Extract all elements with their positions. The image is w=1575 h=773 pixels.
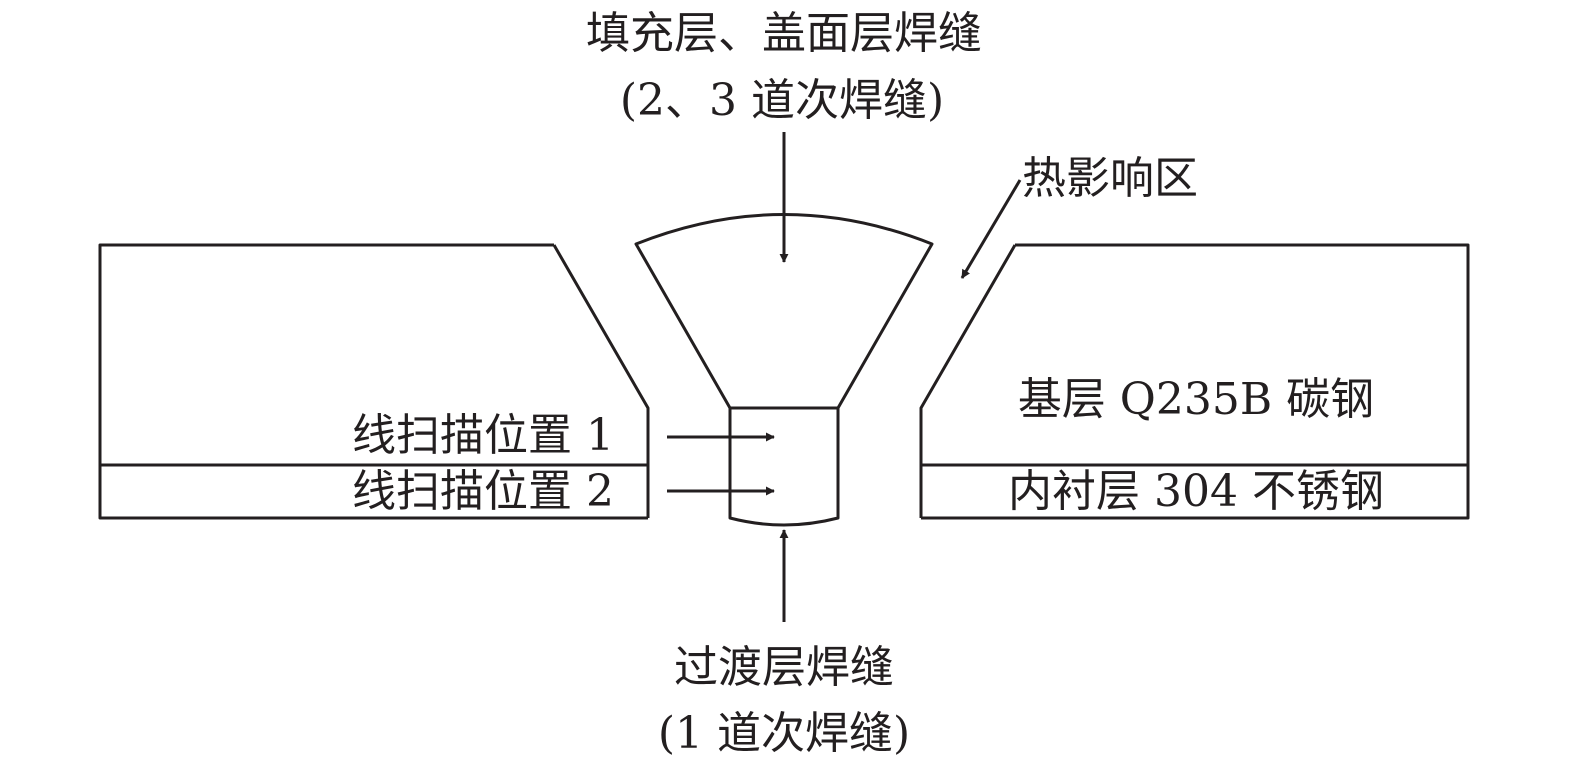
plate-outline-left — [98, 243, 648, 520]
label-scan-position-1: 线扫描位置 1 — [352, 410, 614, 461]
label-scan-position-2: 线扫描位置 2 — [352, 466, 614, 517]
label-transition-weld-line1: 过渡层焊缝 — [674, 642, 894, 693]
transition-weld-outline — [728, 408, 840, 527]
arrow-haz — [960, 179, 1022, 279]
label-base-layer: 基层 Q235B 碳钢 — [1018, 374, 1374, 425]
label-transition-weld-line2: (1 道次焊缝) — [658, 708, 910, 759]
haz-boundary-left — [552, 244, 650, 518]
label-fill-cap-weld-line2: (2、3 道次焊缝) — [620, 75, 944, 126]
label-haz: 热影响区 — [1022, 153, 1198, 204]
label-liner-layer: 内衬层 304 不锈钢 — [1008, 466, 1384, 517]
label-fill-cap-weld-line1: 填充层、盖面层焊缝 — [586, 8, 982, 59]
haz-boundary-right — [919, 244, 1017, 518]
fill-cap-weld-outline — [634, 213, 934, 410]
plate-outline-right — [921, 243, 1470, 520]
